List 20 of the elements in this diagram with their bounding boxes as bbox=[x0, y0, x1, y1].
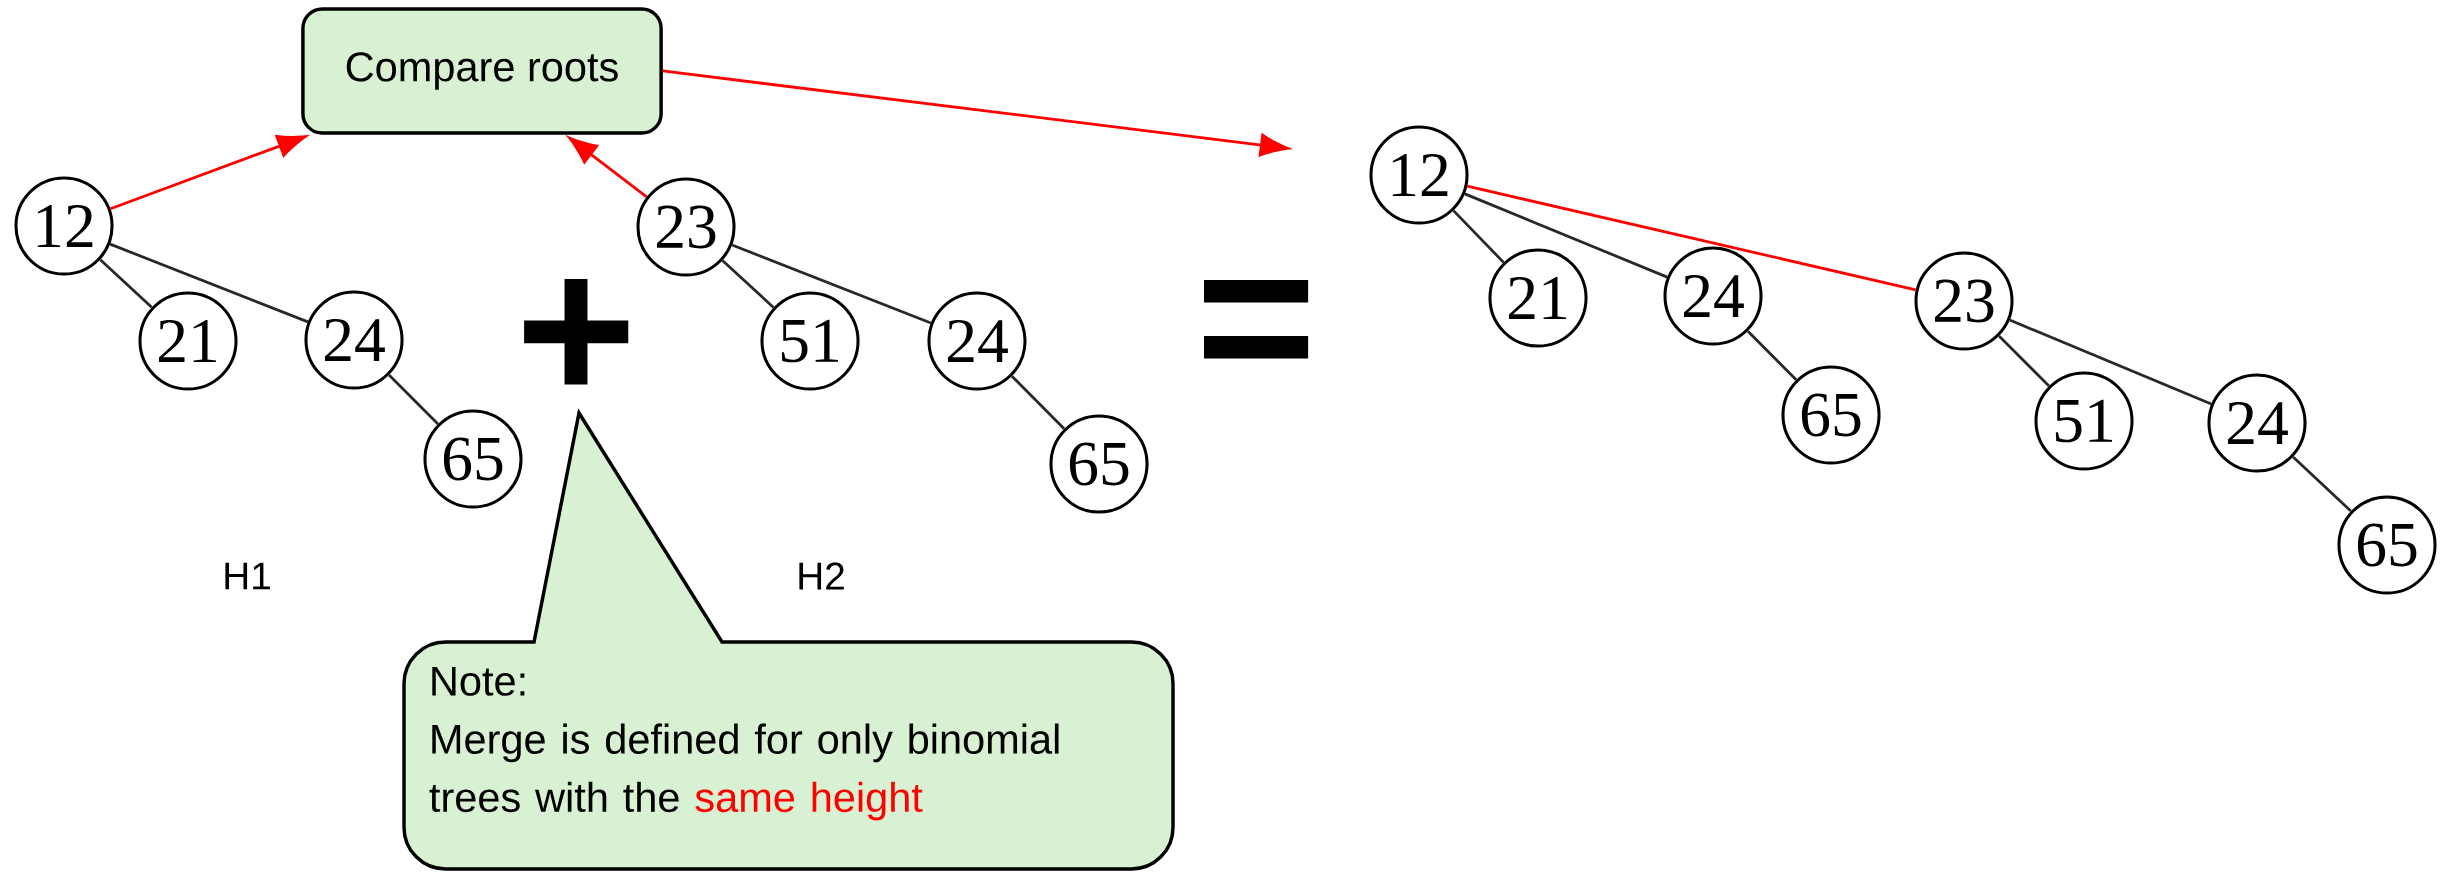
connector-line bbox=[2009, 318, 2212, 406]
connector-line bbox=[1746, 330, 1798, 381]
connector-line bbox=[1010, 375, 1066, 430]
heap-label: H1 bbox=[225, 562, 270, 590]
operator-sign: + bbox=[524, 279, 629, 385]
connector-line bbox=[109, 242, 309, 324]
connector-line bbox=[731, 243, 932, 325]
connector-line bbox=[721, 259, 775, 309]
connector-line bbox=[110, 135, 307, 211]
connector-line bbox=[1998, 335, 2050, 387]
connector-line bbox=[388, 374, 439, 425]
heap-label: H2 bbox=[799, 562, 844, 590]
connector-line bbox=[1466, 184, 1917, 292]
connector-line bbox=[1464, 192, 1668, 279]
operator-sign: = bbox=[1204, 280, 1309, 359]
connector-line bbox=[2292, 455, 2352, 513]
connector-line bbox=[99, 258, 153, 309]
text-box: Compare roots bbox=[301, 7, 663, 135]
connector-line bbox=[568, 136, 648, 198]
connector-line bbox=[1452, 209, 1505, 264]
